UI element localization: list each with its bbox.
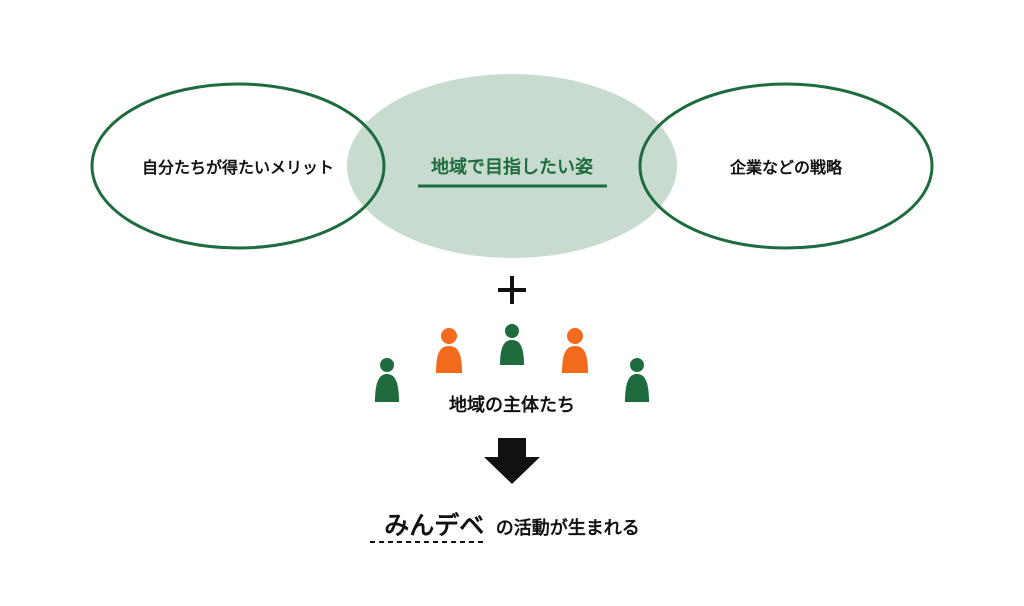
center-ellipse — [347, 74, 677, 258]
result-line: みんデベ の活動が生まれる — [384, 506, 640, 542]
left-ellipse — [90, 82, 386, 250]
person-icon — [436, 328, 462, 373]
center-circle-label: 地域で目指したい姿 — [431, 157, 593, 178]
left-circle-label: 自分たちが得たいメリット — [141, 158, 335, 177]
person-icon — [375, 358, 399, 402]
right-circle-label: 企業などの戦略 — [729, 158, 843, 177]
down-arrow-icon — [484, 438, 540, 484]
result-text: の活動が生まれる — [495, 518, 640, 539]
actors-label: 地域の主体たち — [449, 395, 575, 416]
right-ellipse — [638, 82, 934, 250]
person-icon — [625, 358, 649, 402]
result-brand: みんデベ — [384, 511, 485, 540]
person-icon — [500, 324, 524, 365]
plus-icon — [498, 276, 526, 304]
person-icon — [562, 328, 588, 373]
